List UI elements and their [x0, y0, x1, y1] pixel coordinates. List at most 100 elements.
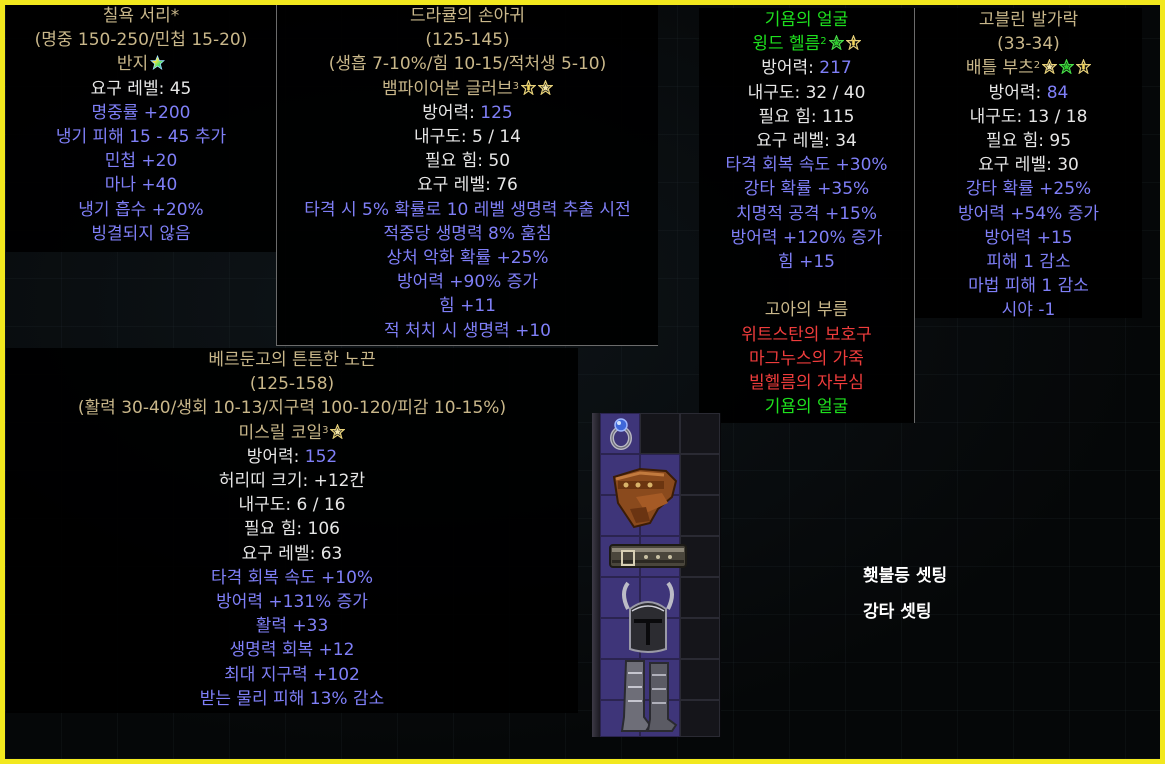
gloves-tooltip-bottom-border: [276, 345, 658, 346]
belt-line-text: 허리띠 크기: +12칸: [218, 471, 366, 492]
belt-line-11: 활력 +33: [6, 614, 578, 638]
inventory-slot[interactable]: [640, 413, 680, 454]
boots-line-7: 강타 확률 +25%: [915, 177, 1142, 201]
helm-line-4: 필요 힘: 115: [699, 105, 914, 129]
boots-defense-value: 84: [1046, 82, 1069, 103]
gloves-icon[interactable]: [606, 457, 684, 533]
inventory-slot[interactable]: [680, 577, 720, 618]
belt-line-10: 방어력 +131% 증가: [6, 590, 578, 614]
belt-line-text: 타격 회복 속도 +10%: [210, 567, 374, 588]
helm-line-text: 요구 레벨: 34: [756, 131, 857, 152]
inventory-slot[interactable]: [680, 454, 720, 495]
helm-line-text: 윙드 헬름: [752, 34, 821, 55]
boots-line-text: 방어력 +54% 증가: [957, 203, 1100, 224]
helm-line-13: 위트스탄의 보호구: [699, 323, 914, 347]
belt-line-text: 방어력 +131% 증가: [216, 592, 368, 613]
boots-line-text: 방어력 +15: [984, 227, 1073, 248]
ring-line-3: 요구 레벨: 45: [6, 77, 276, 101]
helm-tooltip-right-border: [914, 8, 915, 423]
ring-line-text: 칠욕 서리*: [102, 6, 180, 26]
helm-line-text: 기욤의 얼굴: [764, 397, 849, 418]
ring-line-text: 냉기 흡수 +20%: [78, 199, 204, 220]
helm-line-0: 기욤의 얼굴: [699, 8, 914, 32]
gold-num-star-icon: [1076, 59, 1092, 75]
gloves-line-8: 타격 시 5% 확률로 10 레벨 생명력 추출 시전: [277, 198, 658, 222]
gloves-line-text: 방어력:: [422, 102, 481, 123]
gloves-line-5: 내구도: 5 / 14: [277, 125, 658, 149]
inventory-slot[interactable]: [680, 413, 720, 454]
ring-line-text: 요구 레벨: 45: [90, 78, 192, 99]
helm-line-7: 강타 확률 +35%: [699, 177, 914, 201]
gloves-line-2: (생흡 7-10%/힘 10-15/적처생 5-10): [277, 52, 658, 76]
belt-tier-superscript: 3: [322, 424, 329, 436]
belt-line-14: 받는 물리 피해 13% 감소: [6, 687, 578, 711]
helm-line-16: 기욤의 얼굴: [699, 395, 914, 419]
rainbow-star-icon: [150, 55, 166, 71]
inventory-slot[interactable]: [680, 700, 720, 737]
boots-line-text: 고블린 발가락: [978, 10, 1079, 30]
ring-line-4: 명중률 +200: [6, 101, 276, 125]
gloves-line-text: 뱀파이어본 글러브: [382, 78, 513, 99]
gold-star-icon: [537, 79, 553, 95]
helm-line-text: 고아의 부름: [764, 300, 849, 321]
boots-tier-superscript: 2: [1033, 60, 1041, 72]
helm-icon[interactable]: [618, 579, 678, 657]
helm-line-6: 타격 회복 속도 +30%: [699, 153, 914, 177]
belt-line-3: 미스릴 코일3: [6, 421, 578, 445]
belt-tooltip: 베르둔고의 튼튼한 노끈(125-158)(활력 30-40/생회 10-13/…: [6, 348, 578, 713]
helm-line-12: 고아의 부름: [699, 298, 914, 322]
gold-num-star-icon: [845, 35, 861, 51]
belt-line-6: 내구도: 6 / 16: [6, 493, 578, 517]
boots-line-1: (33-34): [915, 32, 1142, 56]
gloves-line-text: 타격 시 5% 확률로 10 레벨 생명력 추출 시전: [304, 199, 631, 220]
belt-line-text: 방어력:: [246, 446, 305, 467]
helm-line-text: 치명적 공격 +15%: [735, 203, 878, 224]
ring-line-text: 명중률 +200: [91, 102, 191, 123]
helm-line-text: 힘 +15: [778, 252, 835, 273]
belt-icon[interactable]: [606, 539, 688, 575]
gold-star-icon: [330, 423, 346, 439]
boots-line-11: 마법 피해 1 감소: [915, 274, 1142, 298]
gloves-line-text: 적중당 생명력 8% 훔침: [383, 223, 552, 244]
belt-line-13: 최대 지구력 +102: [6, 663, 578, 687]
helm-line-text: 마그누스의 가죽: [749, 348, 864, 369]
belt-line-1: (125-158): [6, 372, 578, 396]
gloves-line-text: 요구 레벨: 76: [417, 175, 518, 196]
boots-line-text: 내구도: 13 / 18: [969, 106, 1088, 127]
gloves-tooltip: 드라큘의 손아귀(125-145) (생흡 7-10%/힘 10-15/적처생 5…: [277, 4, 658, 346]
boots-icon[interactable]: [616, 659, 680, 735]
belt-line-text: 최대 지구력 +102: [224, 664, 360, 685]
inventory-slot[interactable]: [680, 495, 720, 536]
gloves-line-9: 적중당 생명력 8% 훔침: [277, 222, 658, 246]
belt-line-4: 방어력: 152: [6, 445, 578, 469]
gloves-line-text: (125-145): [425, 30, 510, 51]
gloves-line-text: 내구도: 5 / 14: [413, 127, 522, 148]
gloves-line-0: 드라큘의 손아귀: [277, 4, 658, 28]
helm-line-14: 마그누스의 가죽: [699, 347, 914, 371]
boots-line-9: 방어력 +15: [915, 226, 1142, 250]
gloves-line-12: 힘 +11: [277, 294, 658, 318]
ring-line-2: 반지: [6, 52, 276, 76]
helm-line-text: 필요 힘: 115: [758, 106, 855, 127]
belt-line-2: (활력 30-40/생회 10-13/지구력 100-120/피감 10-15%…: [6, 396, 578, 420]
helm-tier-superscript: 2: [820, 36, 827, 48]
boots-line-8: 방어력 +54% 증가: [915, 202, 1142, 226]
boots-line-text: 배틀 부츠: [965, 58, 1034, 79]
helm-line-8: 치명적 공격 +15%: [699, 202, 914, 226]
boots-line-12: 시야 -1: [915, 298, 1142, 322]
boots-line-text: 필요 힘: 95: [985, 131, 1072, 152]
gloves-line-6: 필요 힘: 50: [277, 149, 658, 173]
ring-line-6: 민첩 +20: [6, 149, 276, 173]
ring-icon[interactable]: [606, 413, 636, 453]
gloves-line-text: 힘 +11: [439, 296, 496, 317]
helm-line-10: 힘 +15: [699, 250, 914, 274]
gloves-line-text: 상처 악화 확률 +25%: [386, 248, 549, 269]
inventory-slot[interactable]: [680, 659, 720, 700]
gloves-line-11: 방어력 +90% 증가: [277, 270, 658, 294]
boots-line-4: 내구도: 13 / 18: [915, 105, 1142, 129]
inventory-slot[interactable]: [680, 618, 720, 659]
gold-star-icon: [1042, 59, 1058, 75]
boots-line-text: 시야 -1: [1001, 300, 1056, 321]
gloves-line-text: (생흡 7-10%/힘 10-15/적처생 5-10): [328, 54, 607, 75]
